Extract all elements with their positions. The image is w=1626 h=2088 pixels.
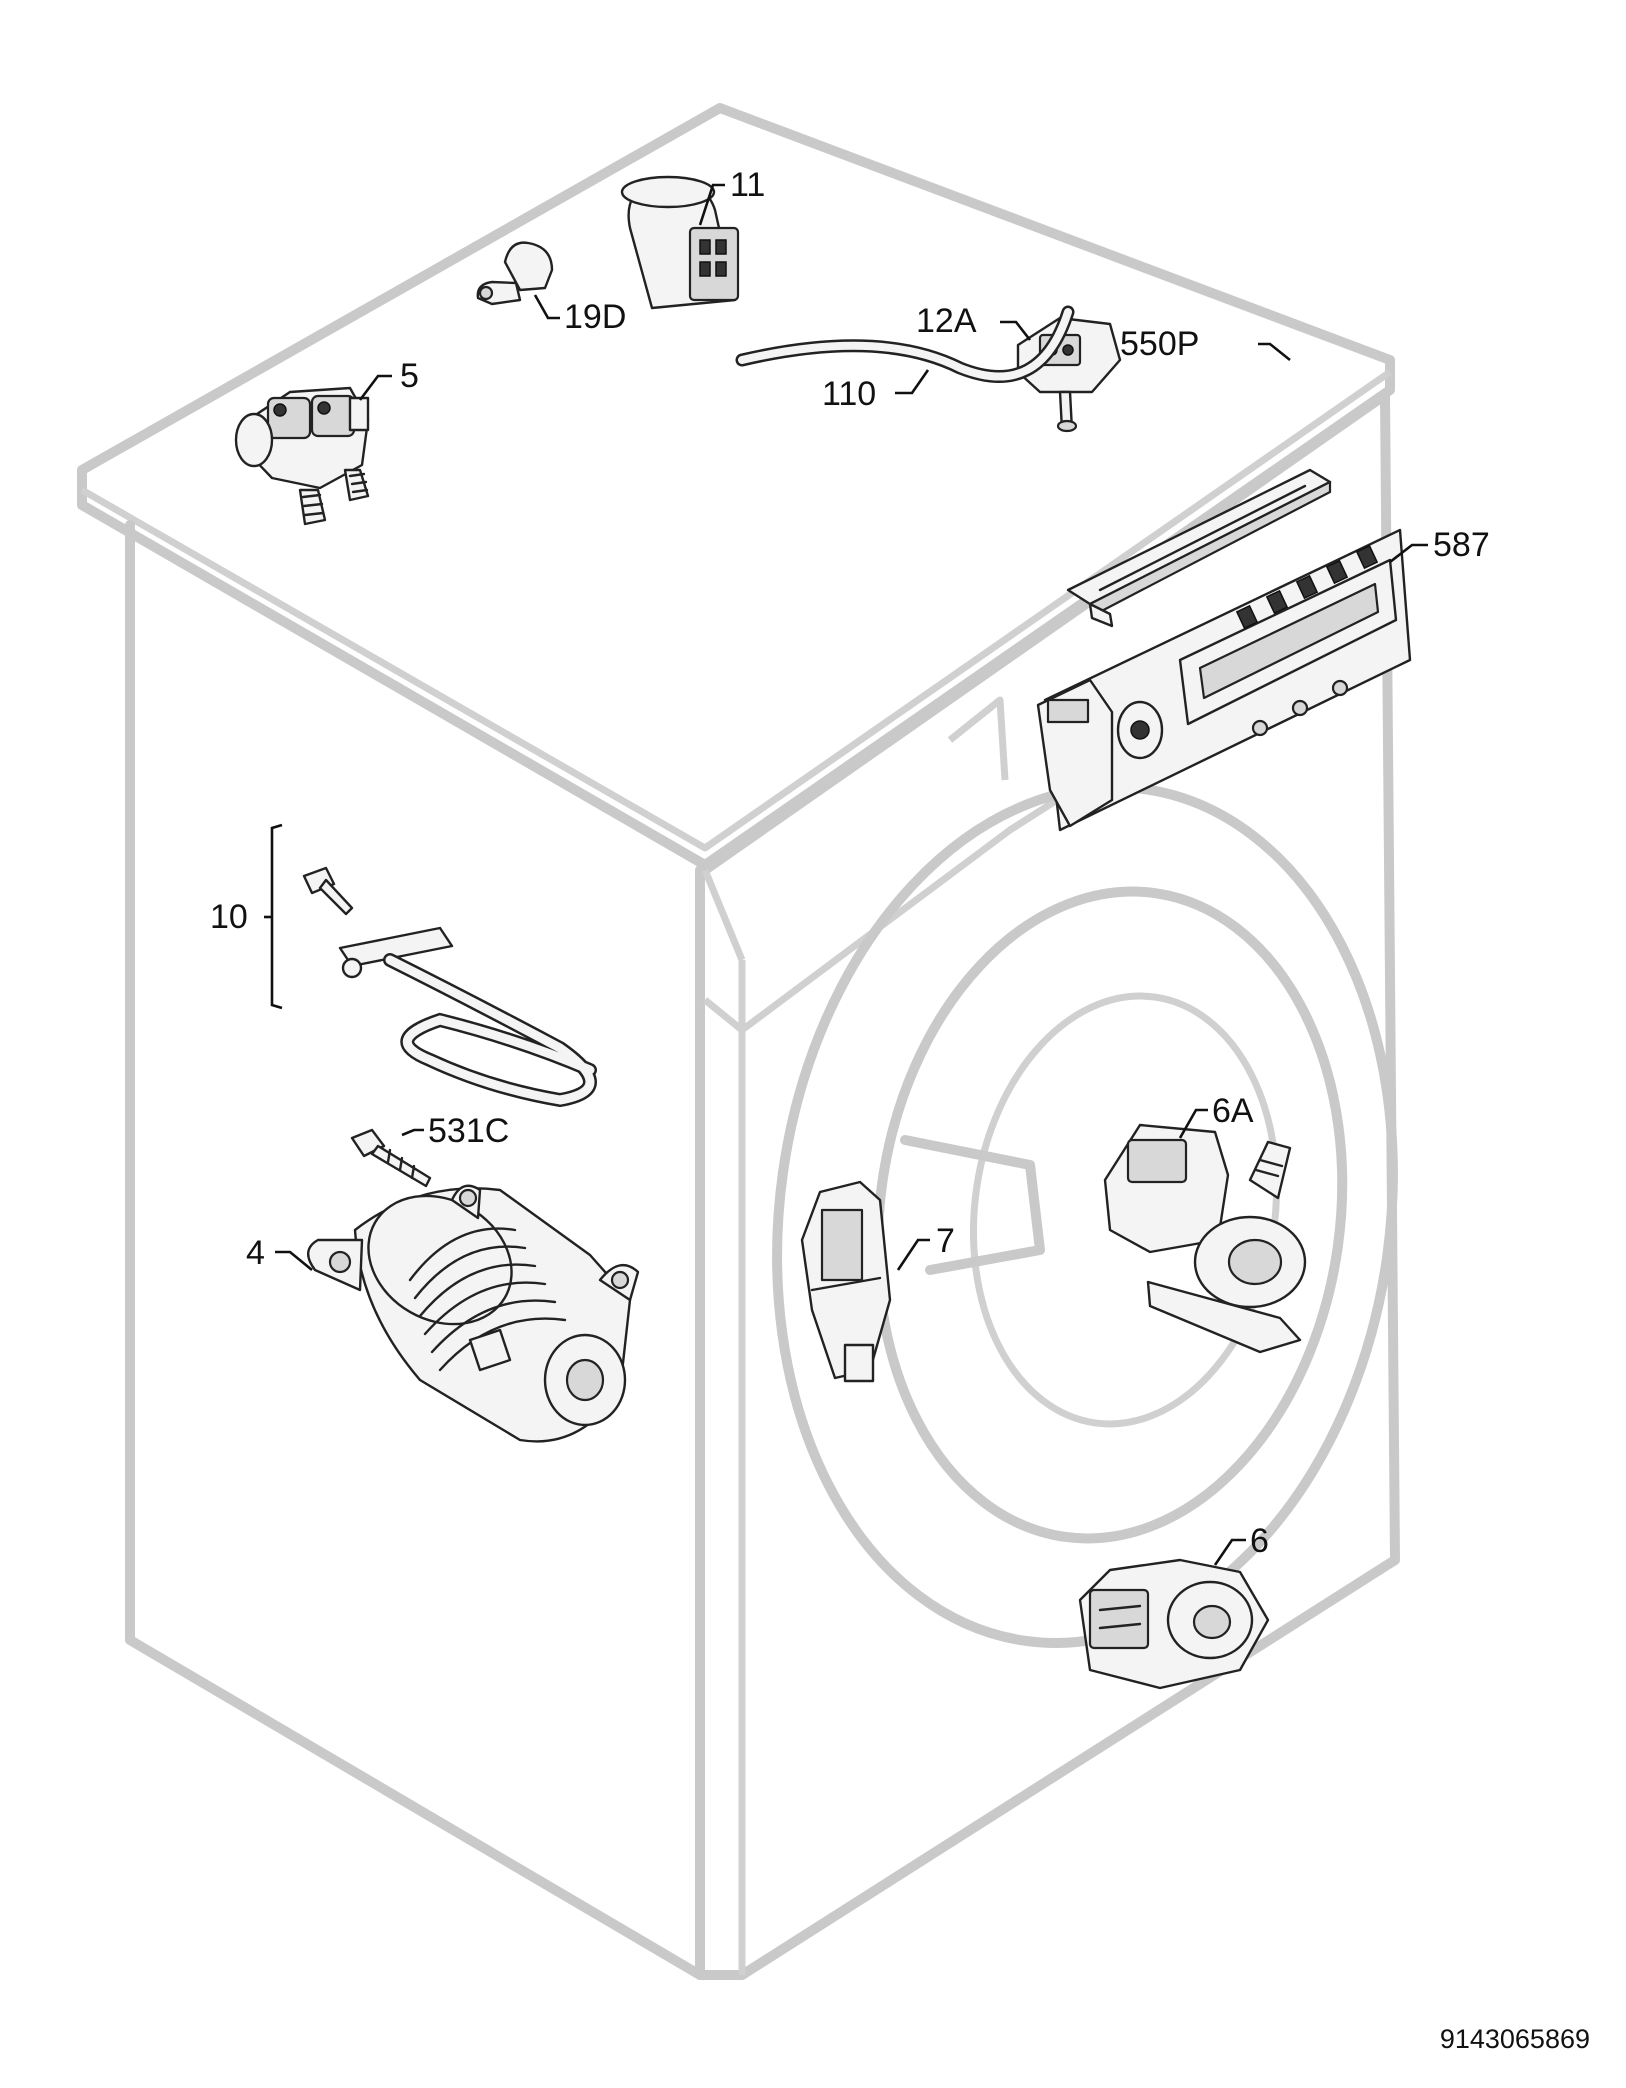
- part-labels: 11 19D 5 12A 110 550P 587 10 531C 4 6A 7…: [210, 166, 1490, 1560]
- leader-lines: [275, 183, 1428, 1566]
- part-110-hose: [735, 305, 1075, 383]
- label-10: 10: [210, 898, 248, 936]
- label-5: 5: [400, 357, 419, 395]
- label-19D: 19D: [564, 298, 626, 336]
- part-19D-clip: [476, 241, 554, 306]
- part-550P-strip: [1066, 468, 1332, 628]
- part-12A-pressure-switch: [1016, 316, 1122, 433]
- label-110: 110: [822, 375, 876, 413]
- cabinet-outline: [77, 103, 1400, 1980]
- label-12A: 12A: [916, 302, 977, 340]
- part-10-heater: [264, 823, 597, 1108]
- label-11: 11: [730, 166, 765, 204]
- part-6A-pump: [1103, 1123, 1307, 1354]
- reference-number: 9143065869: [1440, 2024, 1590, 2054]
- label-531C: 531C: [428, 1112, 509, 1150]
- label-7: 7: [936, 1222, 955, 1260]
- label-550P: 550P: [1120, 325, 1199, 363]
- label-6: 6: [1250, 1522, 1269, 1560]
- part-531C-screw: [350, 1128, 432, 1188]
- part-7-door-lock: [800, 1180, 892, 1383]
- motor-windings: [408, 1227, 567, 1372]
- label-587: 587: [1433, 526, 1490, 564]
- part-5-inlet-valve: [234, 386, 370, 526]
- module-buttons: [1235, 544, 1379, 737]
- label-6A: 6A: [1212, 1092, 1254, 1130]
- part-4-motor: [307, 1184, 640, 1443]
- part-587-control-module: [1036, 528, 1412, 832]
- label-4: 4: [246, 1234, 265, 1272]
- part-11-capacitor: [620, 175, 740, 310]
- part-6-pump: [1078, 1558, 1270, 1690]
